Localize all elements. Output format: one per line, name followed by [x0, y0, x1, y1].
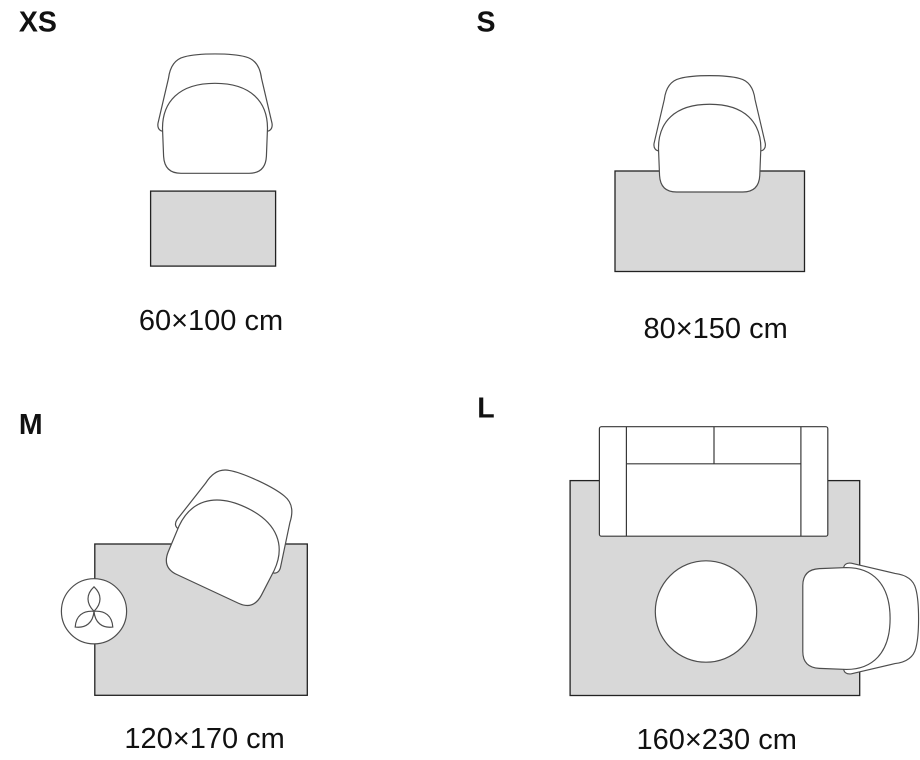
svg-text:120×170 cm: 120×170 cm: [124, 723, 284, 755]
svg-text:160×230 cm: 160×230 cm: [636, 724, 796, 756]
svg-text:80×150 cm: 80×150 cm: [643, 313, 787, 345]
svg-text:S: S: [477, 7, 496, 39]
svg-text:M: M: [19, 409, 43, 441]
svg-text:L: L: [477, 393, 494, 425]
svg-text:XS: XS: [19, 7, 57, 39]
svg-text:60×100 cm: 60×100 cm: [139, 305, 283, 337]
